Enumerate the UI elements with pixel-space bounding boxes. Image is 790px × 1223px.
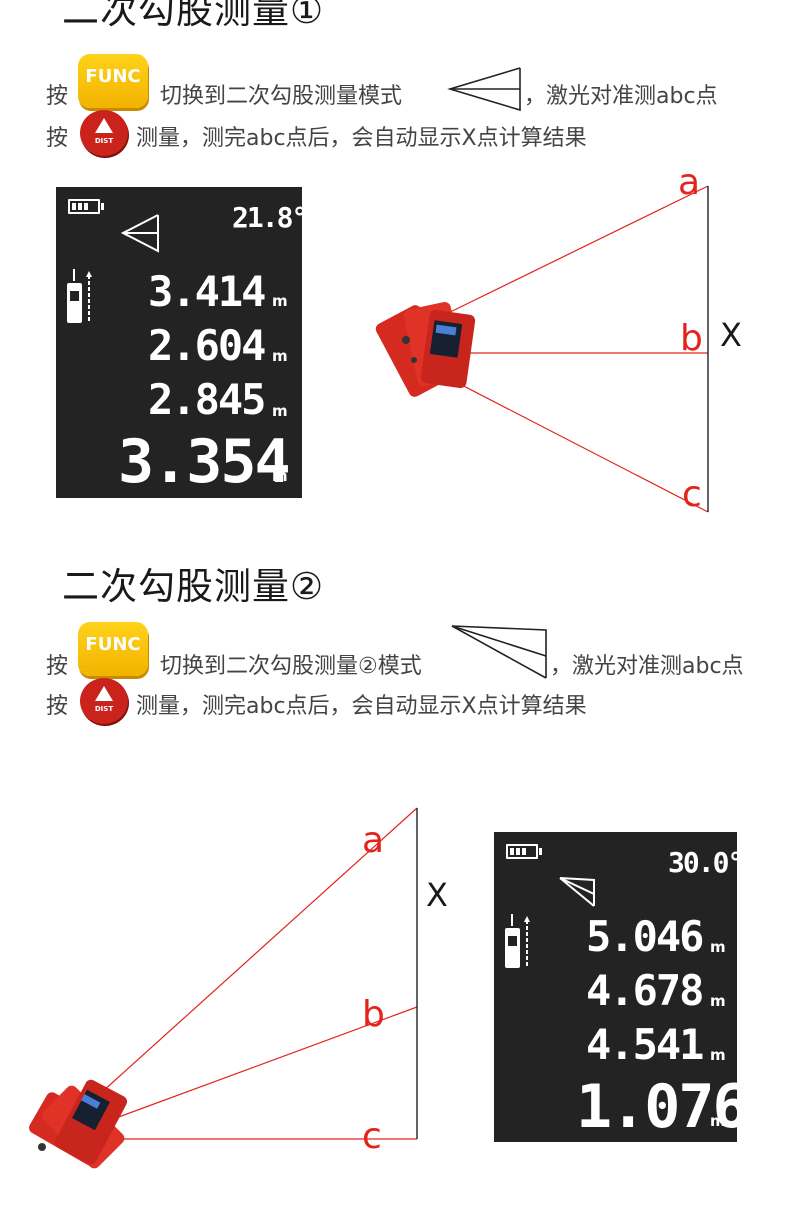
section1-title: 二次勾股测量① [62, 0, 325, 32]
unit-3: m [272, 402, 288, 420]
point-c-2: c [362, 1116, 382, 1157]
unit-4: m [272, 467, 288, 485]
dist-button-label: DIST [94, 137, 114, 145]
section2-line1-prefix: 按 [46, 654, 69, 679]
rangefinder-device-icon-2 [29, 1079, 128, 1169]
unit-2-2: m [710, 992, 726, 1010]
section2-line1-mid: 切换到二次勾股测量②模式 [160, 654, 422, 679]
device-reference-icon-2 [505, 914, 530, 968]
func-button-label-2: FUNC [85, 634, 141, 655]
reading-result: 3.354 [118, 427, 291, 497]
angle-readout-2: 30.0° [668, 846, 744, 879]
laser-triangle-icon [95, 118, 113, 133]
lcd-display-2: 30.0° 5.046 m 4.678 m 4.541 m 1.076 m [494, 832, 749, 1142]
unit-1-2: m [710, 938, 726, 956]
battery-icon [68, 199, 104, 214]
dist-button-label-2: DIST [94, 705, 114, 713]
point-b: b [680, 318, 703, 359]
reading-result-2: 1.076 [576, 1072, 749, 1142]
unit-1: m [272, 292, 288, 310]
diagram-2 [29, 807, 418, 1169]
dist-button-2[interactable]: DIST [80, 678, 128, 724]
point-b-2: b [362, 994, 385, 1035]
point-a-2: a [362, 820, 385, 861]
reading-2: 2.604 [148, 321, 266, 370]
section2-line1-suffix: ，激光对准测abc点 [550, 654, 744, 679]
section1-line2-prefix: 按 [46, 126, 69, 151]
func-button-label: FUNC [85, 66, 141, 87]
section1-line2-text: 测量，测完abc点后，会自动显示X点计算结果 [136, 126, 587, 151]
reading-2-2: 4.678 [586, 966, 704, 1015]
mode2-triangle-icon [451, 625, 547, 679]
section2-line2-text: 测量，测完abc点后，会自动显示X点计算结果 [136, 694, 587, 719]
reading-3: 2.845 [148, 375, 266, 424]
func-button-2[interactable]: FUNC [78, 622, 148, 676]
func-button[interactable]: FUNC [78, 54, 148, 108]
lcd-display-1: 21.8° 3.414 m 2.604 m 2.845 m 3.354 m [56, 187, 308, 498]
section1-line1-mid: 切换到二次勾股测量模式 [160, 84, 403, 109]
mode-triangle-icon [120, 214, 159, 253]
angle-readout: 21.8° [232, 201, 308, 234]
reading-1-2: 5.046 [586, 912, 704, 961]
mode1-triangle-icon [447, 67, 521, 112]
mode-triangle-icon-2 [559, 877, 595, 907]
unit-2: m [272, 347, 288, 365]
reading-1: 3.414 [148, 267, 266, 316]
diagram-1 [375, 185, 709, 513]
reading-3-2: 4.541 [586, 1020, 704, 1069]
section1-line1-prefix: 按 [46, 84, 69, 109]
unit-4-2: m [710, 1112, 726, 1130]
unit-3-2: m [710, 1046, 726, 1064]
rangefinder-device-icon [375, 301, 476, 397]
device-reference-icon [67, 269, 92, 323]
laser-triangle-icon-2 [95, 686, 113, 701]
section2-line2-prefix: 按 [46, 694, 69, 719]
point-a: a [678, 162, 701, 203]
point-x-2: X [426, 876, 448, 914]
point-x: X [720, 316, 742, 354]
section2-title: 二次勾股测量② [62, 565, 325, 608]
dist-button[interactable]: DIST [80, 110, 128, 156]
battery-icon-2 [506, 844, 542, 859]
section1-line1-suffix: ，激光对准测abc点 [524, 84, 718, 109]
point-c: c [682, 474, 702, 515]
